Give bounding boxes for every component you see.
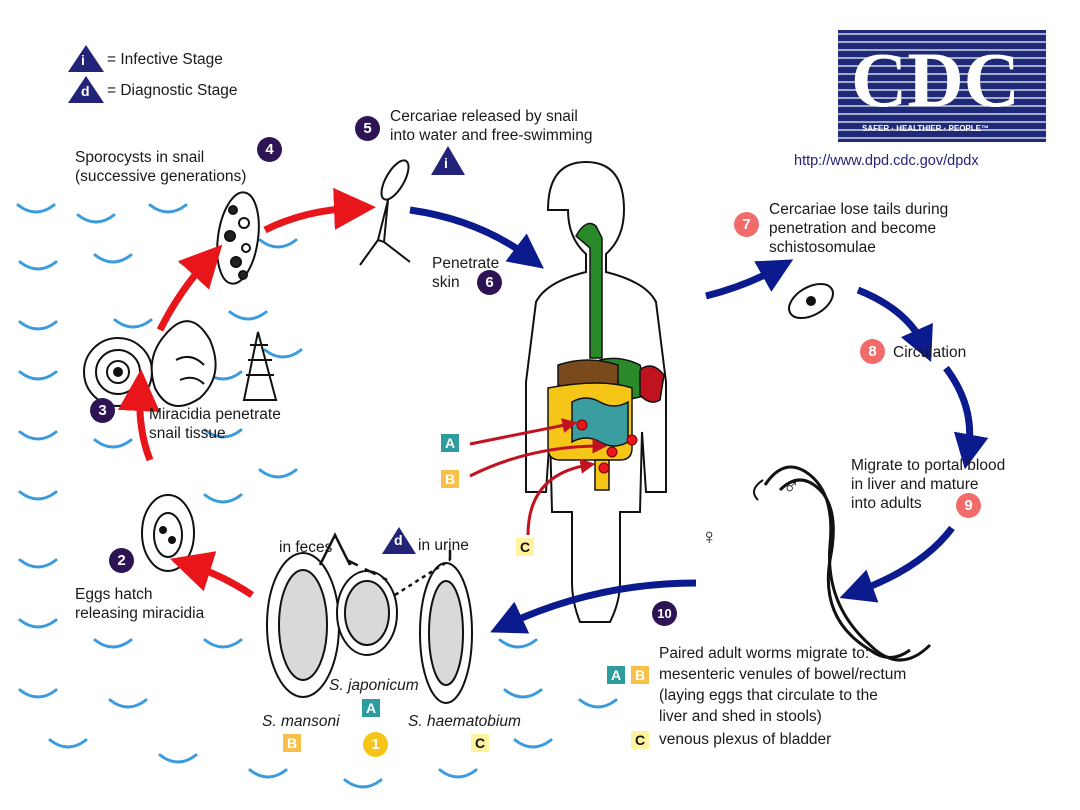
schistosomulum-illustration <box>788 282 834 320</box>
stage-2-text-line1: Eggs hatch <box>75 586 153 603</box>
stage-8-marker: 8 <box>860 339 885 364</box>
s-haematobium-label: S. haematobium <box>408 713 521 730</box>
japonicum-species-box: A <box>362 699 381 717</box>
stage-7-marker: 7 <box>734 212 759 237</box>
human-body-illustration <box>525 160 667 623</box>
stage-3-text-line2: snail tissue <box>149 425 226 442</box>
diagnostic-stage-label: = Diagnostic Stage <box>107 82 238 99</box>
cdc-tagline: SAFER · HEALTHIER · PEOPLE™ <box>862 124 989 133</box>
cdc-url[interactable]: http://www.dpd.cdc.gov/dpdx <box>794 153 979 169</box>
stage-4-text-line2: (successive generations) <box>75 168 247 185</box>
in-feces-label: in feces <box>279 539 333 556</box>
eggs-diagnostic-letter: d <box>394 532 403 548</box>
diagnostic-stage-symbol <box>68 76 104 103</box>
red-arrows <box>117 187 376 598</box>
stage-6-text-line1: Penetrate <box>432 255 500 272</box>
stage-3-marker: 3 <box>90 398 115 423</box>
site-species-box-B: B <box>441 470 460 488</box>
male-symbol: ♂ <box>783 474 800 499</box>
blue-arrows <box>409 206 989 634</box>
egg-illustrations <box>266 552 473 704</box>
stage-2-marker: 2 <box>109 548 134 573</box>
species-site-arrows <box>469 418 608 536</box>
stage-5-infective-letter: i <box>444 155 448 171</box>
stage-10-marker: 10 <box>652 601 677 626</box>
stage-4-text-line1: Sporocysts in snail <box>75 149 205 166</box>
stage-10-text-line3: (laying eggs that circulate to the <box>659 687 878 704</box>
stage-3-text-line1: Miracidia penetrate <box>149 406 281 423</box>
haematobium-species-box: C <box>471 734 490 752</box>
stage-4-marker: 4 <box>257 137 282 162</box>
diagnostic-stage-letter: d <box>81 83 90 99</box>
egg-source-lines <box>318 532 452 597</box>
stage-9-marker: 9 <box>956 493 981 518</box>
species-box-A: A <box>607 666 626 684</box>
site-species-box-C: C <box>516 538 535 556</box>
stage-9-text-line2: in liver and mature <box>851 476 979 493</box>
stage-6-text-line2: skin <box>432 274 460 291</box>
s-japonicum-label: S. japonicum <box>329 677 419 694</box>
stage-5-text-line1: Cercariae released by snail <box>390 108 578 125</box>
species-box-C: C <box>631 731 650 749</box>
species-box-B: B <box>631 666 650 684</box>
stage-1-marker: 1 <box>363 732 388 757</box>
cdc-logo: CDC <box>851 36 1020 123</box>
mansoni-species-box: B <box>283 734 302 752</box>
cercaria-illustration <box>359 159 411 266</box>
stage-5-marker: 5 <box>355 116 380 141</box>
snail-illustrations <box>83 320 278 407</box>
infective-stage-label: = Infective Stage <box>107 51 223 68</box>
female-symbol: ♀ <box>701 524 718 549</box>
infective-stage-letter: i <box>81 52 85 68</box>
stage-9-text-line3: into adults <box>851 495 922 512</box>
stage-2-text-line2: releasing miracidia <box>75 605 205 622</box>
infective-stage-symbol <box>68 45 104 72</box>
in-urine-label: in urine <box>418 537 469 554</box>
infection-sites <box>576 419 638 474</box>
stage-9-text-line1: Migrate to portal blood <box>851 457 1006 474</box>
stage-7-text-line2: penetration and become <box>769 220 937 237</box>
stage-10-text-line1: Paired adult worms migrate to: <box>659 645 870 662</box>
cdc-logo-block <box>838 30 1046 142</box>
stage-10-text-line5: venous plexus of bladder <box>659 731 832 748</box>
stage-10-text-line2: mesenteric venules of bowel/rectum <box>659 666 907 683</box>
s-mansoni-label: S. mansoni <box>262 713 340 730</box>
water-waves <box>16 203 618 789</box>
infective-stage-marker-5 <box>431 146 465 175</box>
adult-worms-illustration <box>753 465 932 662</box>
stage-8-text: Circulation <box>893 344 967 361</box>
sporocyst-illustration <box>216 191 260 285</box>
stage-10-text-line4: liver and shed in stools) <box>659 708 822 725</box>
site-species-box-A: A <box>441 434 460 452</box>
stage-5-text-line2: into water and free-swimming <box>390 127 593 144</box>
miracidium-illustration <box>141 494 195 572</box>
stage-6-marker: 6 <box>477 270 502 295</box>
diagnostic-stage-marker-eggs <box>382 527 416 554</box>
stage-7-text-line3: schistosomulae <box>769 239 876 256</box>
stage-7-text-line1: Cercariae lose tails during <box>769 201 949 218</box>
